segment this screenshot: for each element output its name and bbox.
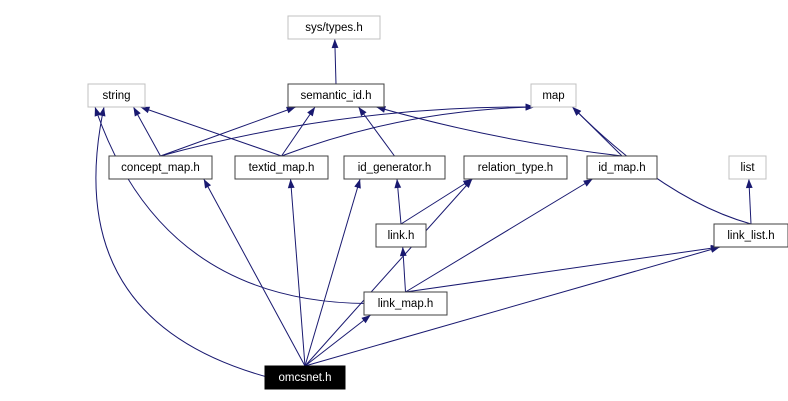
node-label-textid_map: textid_map.h bbox=[249, 162, 315, 174]
node-box-link[interactable] bbox=[375, 223, 427, 248]
edge-arrowhead bbox=[463, 179, 473, 188]
node-label-concept_map: concept_map.h bbox=[121, 162, 200, 174]
edge-arrowhead bbox=[583, 179, 593, 187]
node-semantic_id[interactable]: semantic_id.h bbox=[287, 83, 385, 108]
edge-arrowhead bbox=[354, 179, 361, 189]
edge-arrowhead bbox=[358, 107, 367, 117]
node-label-id_generator: id_generator.h bbox=[358, 162, 432, 174]
node-map[interactable]: map bbox=[530, 83, 577, 108]
edge-link-to-relation_type bbox=[400, 178, 473, 225]
edge-arrowhead bbox=[572, 107, 582, 116]
node-box-textid_map[interactable] bbox=[234, 155, 329, 180]
edge-textid_map-to-map bbox=[281, 106, 535, 157]
node-concept_map[interactable]: concept_map.h bbox=[108, 155, 213, 180]
edge-arrowhead bbox=[394, 179, 402, 189]
node-sys_types[interactable]: sys/types.h bbox=[287, 15, 381, 40]
edge-link_map-to-link_list bbox=[405, 246, 720, 293]
node-box-string[interactable] bbox=[87, 83, 146, 108]
node-id_map[interactable]: id_map.h bbox=[586, 155, 658, 180]
node-label-list: list bbox=[740, 162, 755, 174]
edge-arrowhead bbox=[133, 107, 141, 117]
node-layer: sys/types.h string semantic_id.h map concept… bbox=[87, 15, 788, 390]
node-label-id_map: id_map.h bbox=[598, 162, 645, 174]
edge-link_list-to-map bbox=[572, 106, 752, 225]
edge-omcsnet-to-textid_map bbox=[290, 178, 306, 367]
node-box-concept_map[interactable] bbox=[108, 155, 213, 180]
node-label-map: map bbox=[542, 90, 564, 102]
node-box-map[interactable] bbox=[530, 83, 577, 108]
node-label-string: string bbox=[102, 90, 130, 102]
edge-arrowhead bbox=[525, 103, 535, 111]
edge-concept_map-to-map bbox=[160, 106, 535, 157]
edge-textid_map-to-string bbox=[140, 106, 282, 157]
edge-omcsnet-to-concept_map bbox=[203, 178, 306, 367]
node-label-semantic_id: semantic_id.h bbox=[301, 90, 372, 102]
edge-id_generator-to-semantic_id bbox=[358, 106, 395, 157]
edge-arrowhead bbox=[331, 39, 339, 49]
edge-omcsnet-to-link_list bbox=[304, 246, 721, 367]
edge-omcsnet-to-link_map bbox=[304, 314, 371, 367]
edge-omcsnet-to-string bbox=[95, 106, 270, 378]
edge-arrowhead bbox=[98, 107, 106, 117]
node-id_generator[interactable]: id_generator.h bbox=[343, 155, 446, 180]
node-list[interactable]: list bbox=[728, 155, 767, 180]
node-box-link_list[interactable] bbox=[713, 223, 788, 248]
node-box-semantic_id[interactable] bbox=[287, 83, 385, 108]
node-label-sys_types: sys/types.h bbox=[305, 22, 363, 34]
node-box-sys_types[interactable] bbox=[287, 15, 381, 40]
node-textid_map[interactable]: textid_map.h bbox=[234, 155, 329, 180]
edge-arrowhead bbox=[745, 179, 753, 189]
node-link_list[interactable]: link_list.h bbox=[713, 223, 788, 248]
edge-arrowhead bbox=[399, 247, 407, 257]
node-box-relation_type[interactable] bbox=[463, 155, 568, 180]
edge-arrowhead bbox=[710, 246, 720, 253]
edge-id_map-to-semantic_id bbox=[376, 106, 623, 157]
edge-arrowhead bbox=[361, 315, 371, 324]
edge-arrowhead bbox=[286, 106, 296, 114]
node-relation_type[interactable]: relation_type.h bbox=[463, 155, 568, 180]
node-box-omcsnet[interactable] bbox=[264, 365, 346, 390]
edge-omcsnet-to-id_generator bbox=[304, 178, 361, 367]
node-box-list[interactable] bbox=[728, 155, 767, 180]
node-link[interactable]: link.h bbox=[375, 223, 427, 248]
edge-link_map-to-string bbox=[94, 106, 369, 304]
edge-link_map-to-id_map bbox=[405, 178, 593, 293]
edge-arrowhead bbox=[287, 179, 295, 189]
node-label-relation_type: relation_type.h bbox=[478, 162, 553, 174]
edge-concept_map-to-semantic_id bbox=[160, 106, 296, 157]
edge-arrowhead bbox=[376, 106, 386, 113]
node-box-link_map[interactable] bbox=[363, 291, 448, 316]
node-box-id_generator[interactable] bbox=[343, 155, 446, 180]
edge-layer bbox=[94, 38, 753, 378]
edge-omcsnet-to-relation_type bbox=[304, 178, 473, 367]
node-label-omcsnet: omcsnet.h bbox=[278, 372, 331, 384]
node-link_map[interactable]: link_map.h bbox=[363, 291, 448, 316]
node-string[interactable]: string bbox=[87, 83, 146, 108]
node-label-link_map: link_map.h bbox=[378, 298, 434, 310]
node-omcsnet[interactable]: omcsnet.h bbox=[264, 365, 346, 390]
edge-arrowhead bbox=[140, 106, 151, 114]
node-label-link: link.h bbox=[388, 230, 415, 242]
edge-arrowhead bbox=[203, 179, 212, 189]
edge-arrowhead bbox=[307, 107, 316, 117]
node-box-id_map[interactable] bbox=[586, 155, 658, 180]
node-label-link_list: link_list.h bbox=[727, 230, 774, 242]
